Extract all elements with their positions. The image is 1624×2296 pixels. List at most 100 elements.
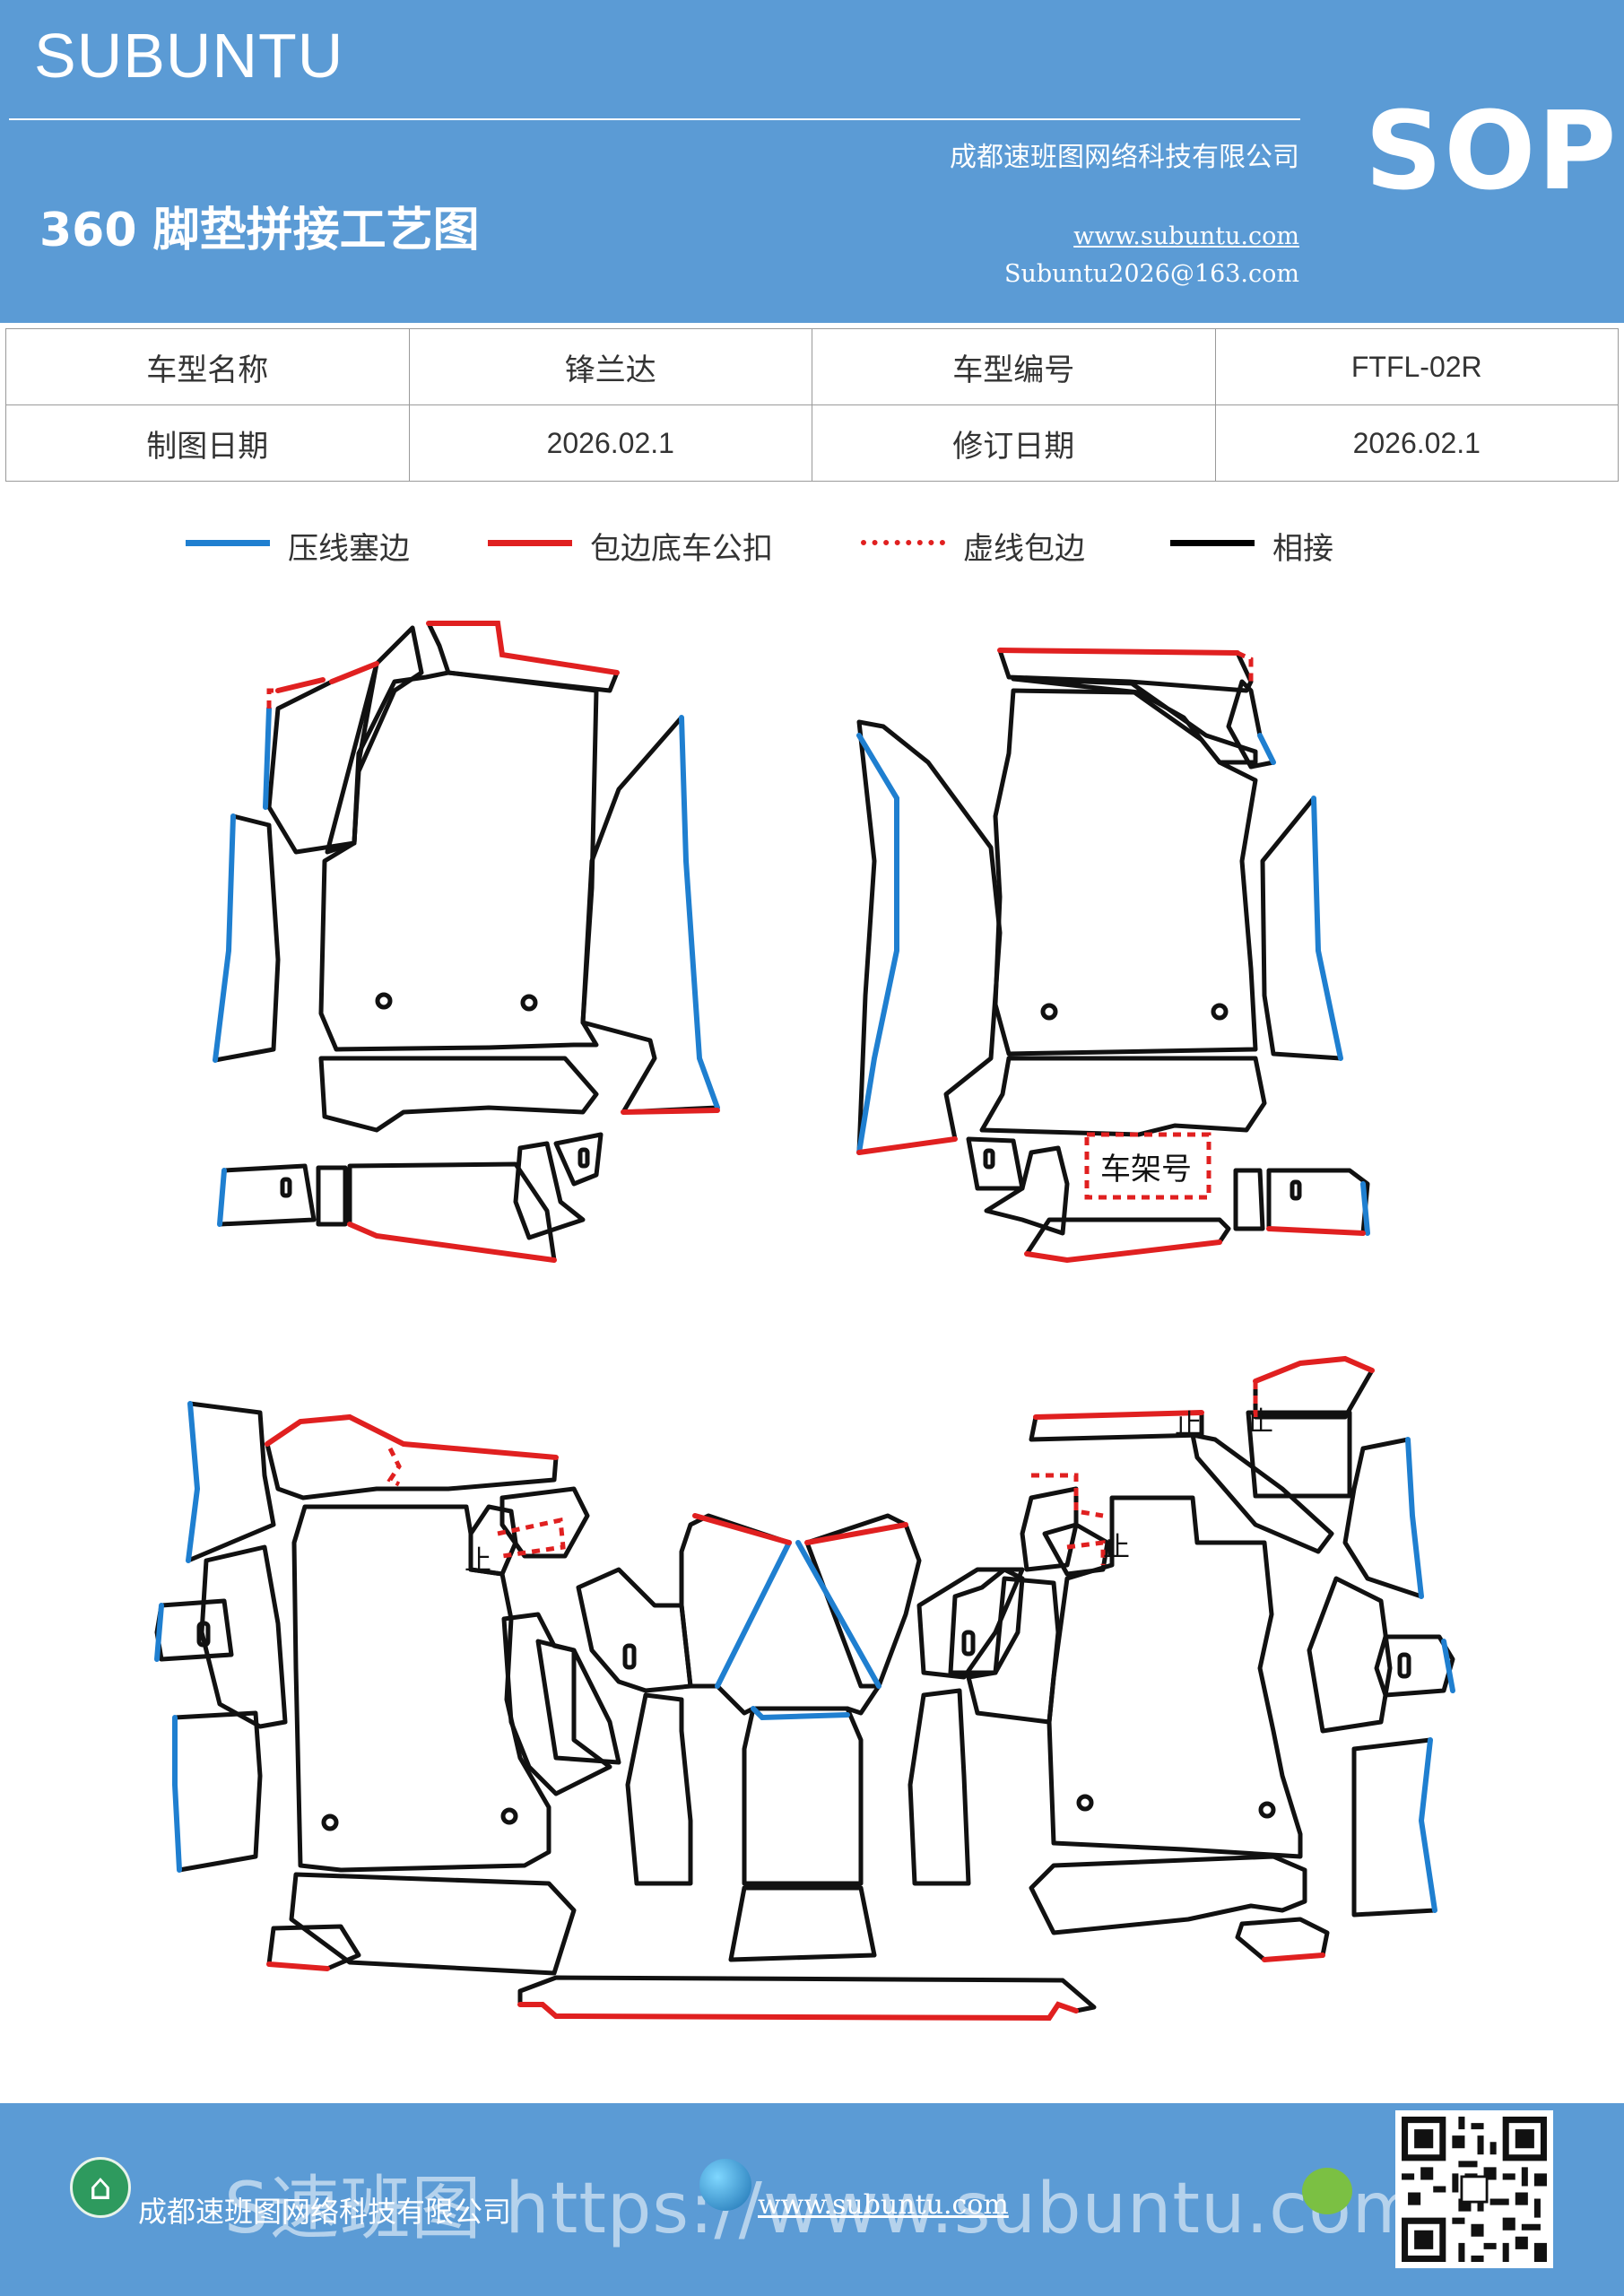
qr-code[interactable] [1395, 2110, 1553, 2268]
blue-edge [1405, 1437, 1424, 1599]
rr-right-triangle [1307, 1576, 1393, 1734]
fl-clip-slot [280, 1177, 292, 1198]
rl-hole [500, 1807, 518, 1825]
fl-lower-bar [318, 1056, 599, 1133]
legend: 压线塞边 包边底车公扣 虚线包边 相接 [0, 518, 1624, 572]
red-edge [1262, 1952, 1325, 1962]
vehicle-info-table: 车型名称 锋兰达 车型编号 FTFL-02R 制图日期 2026.02.1 修订… [5, 328, 1619, 482]
red-edge [347, 1222, 557, 1263]
legend-label: 包边底车公扣 [590, 531, 773, 567]
draw-date-label: 制图日期 [5, 404, 410, 482]
sop-badge: SOP [1365, 90, 1619, 214]
globe-icon [699, 2159, 751, 2211]
red-dashed-edges [266, 650, 1258, 1565]
blue-edge [679, 715, 720, 1110]
blue-edge [795, 1540, 881, 1689]
rr-clip-slot [961, 1630, 976, 1657]
blue-line-swatch [186, 540, 270, 546]
email-address[interactable]: Subuntu2026@163.com [1004, 260, 1299, 288]
document-title: 360 脚垫拼接工艺图 [39, 204, 480, 257]
fl-corner-piece [513, 1141, 586, 1240]
blue-edge [715, 1540, 792, 1689]
center-tunnel-mat [742, 1706, 864, 1886]
fr-clip-block [966, 1136, 1025, 1191]
rr-tunnel-side [908, 1688, 971, 1886]
legend-label: 相接 [1272, 531, 1333, 567]
rr-diagonal-strip [1190, 1432, 1334, 1554]
website-link[interactable]: www.subuntu.com [1073, 222, 1299, 250]
frame-number-label: 车架号 [1100, 1152, 1192, 1187]
revision-date-value: 2026.02.1 [1214, 404, 1619, 482]
rl-sill-bar [289, 1872, 577, 1976]
rl-center-piece [501, 1612, 612, 1796]
rl-tunnel-top [679, 1513, 792, 1689]
blue-edge [217, 1168, 227, 1227]
red-edges [265, 621, 1375, 2022]
fl-hole [520, 994, 538, 1012]
table-row: 制图日期 2026.02.1 修订日期 2026.02.1 [5, 404, 1619, 482]
rl-small-tab [266, 1924, 361, 1971]
rl-clip-block [154, 1598, 234, 1662]
rr-hole [1076, 1794, 1094, 1812]
table-row: 车型名称 锋兰达 车型编号 FTFL-02R [5, 328, 1619, 405]
header-banner: SUBUNTU 360 脚垫拼接工艺图 成都速班图网络科技有限公司 www.su… [0, 0, 1624, 323]
blue-edge [263, 706, 272, 810]
fl-left-strip [213, 813, 281, 1063]
tab-mark: 止 [1175, 1409, 1202, 1440]
fl-side-piece [325, 625, 424, 855]
red-edge [265, 1413, 559, 1460]
blue-edge [1311, 796, 1343, 1061]
wechat-icon [1302, 2168, 1352, 2214]
red-edge [997, 648, 1240, 656]
fr-lower-bar [979, 1056, 1267, 1137]
fl-upper-triangle [266, 661, 379, 855]
dashed-line-swatch [861, 540, 945, 545]
red-edge [1024, 1239, 1222, 1264]
dashed-edge [1066, 1540, 1106, 1565]
tab-mark: 止 [465, 1545, 491, 1577]
red-edge [275, 677, 326, 693]
center-sill-bar [517, 1975, 1097, 2021]
brand-logo-text: SUBUNTU [34, 21, 344, 91]
company-name: 成都速班图网络科技有限公司 [950, 142, 1299, 173]
fr-small-block [1233, 1168, 1265, 1231]
rr-clip-block [1374, 1634, 1455, 1698]
footer-website-link[interactable]: www.subuntu.com [758, 2189, 1009, 2221]
fl-small-block [316, 1165, 348, 1227]
draw-date-value: 2026.02.1 [408, 404, 812, 482]
rl-clip-panel [499, 1486, 590, 1559]
blue-edge [172, 1715, 182, 1873]
tab-marks: 止 止 止 止 车架号 [465, 1152, 1273, 1577]
rl-top-panel [265, 1414, 559, 1500]
fr-right-strip [1260, 796, 1343, 1061]
blue-edge [1257, 733, 1276, 765]
rl-clip-slot [196, 1621, 211, 1648]
blue-edge [154, 1603, 164, 1662]
red-edge [266, 1961, 330, 1971]
rr-clip-slot [1397, 1652, 1411, 1679]
rear-left-mat-group [154, 1401, 792, 1976]
dashed-edge [1031, 1473, 1104, 1518]
red-edge [517, 2001, 1079, 2022]
rl-clip-slot [622, 1643, 637, 1670]
blue-edge [186, 1401, 201, 1563]
fr-upper-strip [1011, 676, 1258, 765]
red-edge [1266, 1226, 1366, 1236]
red-edge [856, 1136, 958, 1155]
floor-mat-assembly-diagram: 止 止 止 止 车架号 [154, 621, 1455, 2022]
footer-banner: S速班图 https://www.subuntu.com 成都速班图网络科技有限… [0, 2103, 1624, 2296]
blue-edge [213, 813, 236, 1063]
red-edge [1253, 1355, 1375, 1384]
fl-main-mat [318, 670, 599, 1052]
fl-hole [375, 992, 393, 1010]
header-divider [9, 118, 1300, 120]
dashed-edge [497, 1517, 566, 1559]
black-line-swatch [1170, 540, 1255, 546]
fl-bottom-strip [217, 1163, 317, 1227]
blue-edge [1418, 1737, 1437, 1913]
red-line-swatch [488, 540, 572, 546]
blue-edges [154, 706, 1455, 1913]
model-code-value: FTFL-02R [1214, 328, 1619, 405]
footer-watermark: S速班图 https://www.subuntu.com [224, 2169, 1421, 2249]
rl-tunnel-side [625, 1692, 693, 1886]
